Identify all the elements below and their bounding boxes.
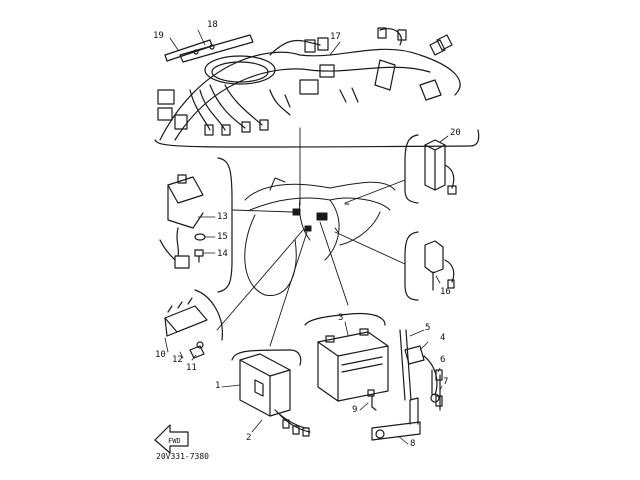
- sensor-16: [424, 240, 455, 291]
- battery-band: [371, 397, 421, 441]
- breather-pipe: [399, 329, 412, 401]
- callout-16: 16: [440, 287, 451, 297]
- callout-15: 15: [217, 232, 228, 242]
- bracket-right-bottom: [404, 231, 419, 301]
- diagram-code: 20V331-7380: [156, 452, 209, 461]
- callout-14: 14: [217, 249, 228, 259]
- bracket-left: [217, 157, 233, 293]
- callout-3: 3: [338, 313, 344, 323]
- leader-lines-top: [169, 29, 341, 56]
- callout-9: 9: [352, 405, 358, 415]
- relay: [164, 297, 208, 359]
- cdi-unit: [239, 353, 311, 437]
- fuse-wires: [431, 369, 443, 411]
- harness-bracket: [154, 129, 480, 148]
- callout-13: 13: [217, 212, 228, 222]
- callout-1: 1: [215, 381, 221, 391]
- callout-20: 20: [450, 128, 461, 138]
- battery: [317, 328, 389, 402]
- washer: [194, 233, 206, 241]
- leader-lines-relay: [164, 337, 197, 361]
- leader-lines-right: [439, 135, 449, 143]
- bracket-right-top: [404, 134, 419, 204]
- leader-lines-left: [197, 216, 216, 254]
- callout-10: 10: [155, 350, 166, 360]
- callout-5: 5: [425, 323, 431, 333]
- bracket-relay: [194, 289, 223, 341]
- leader-lines-cdi: [221, 384, 263, 433]
- leader-lines-sensor: [435, 275, 441, 284]
- pointer-lines: [216, 127, 406, 347]
- bracket-battery: [304, 312, 386, 326]
- band-18: [179, 34, 254, 63]
- callout-17: 17: [330, 32, 341, 42]
- front-arrow-label: FWD: [168, 437, 181, 445]
- front-arrow: FWD: [154, 424, 189, 454]
- callout-18: 18: [207, 20, 218, 30]
- frame-outline: [244, 177, 396, 296]
- callout-11: 11: [186, 363, 197, 373]
- bolt: [194, 249, 204, 263]
- callout-4: 4: [440, 333, 446, 343]
- leader-lines-accessories: [359, 329, 443, 445]
- callout-6: 6: [440, 355, 446, 365]
- switch-20: [424, 139, 457, 195]
- main-switch: [159, 174, 204, 269]
- callout-7: 7: [443, 377, 449, 387]
- leader-lines-battery: [344, 321, 349, 336]
- band-19: [164, 39, 213, 62]
- callout-12: 12: [172, 355, 183, 365]
- terminal-wire: [367, 389, 377, 411]
- callout-8: 8: [410, 439, 416, 449]
- callout-2: 2: [246, 433, 252, 443]
- callout-19: 19: [153, 31, 164, 41]
- wire-harness: [157, 27, 461, 141]
- bracket-cdi: [231, 349, 302, 366]
